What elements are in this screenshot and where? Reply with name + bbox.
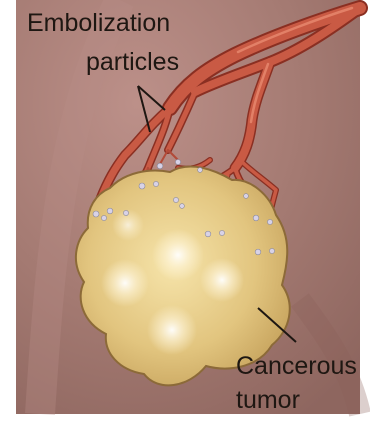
label-particles-line2: particles <box>86 48 179 76</box>
tumor-highlight <box>200 258 244 302</box>
label-particles-line1: Embolization <box>27 9 170 37</box>
tumor-highlight <box>152 229 204 281</box>
tumor-highlight <box>147 305 197 355</box>
tumor-highlight <box>101 259 149 307</box>
label-tumor-line2: tumor <box>236 386 300 414</box>
label-tumor-line1: Cancerous <box>236 352 357 380</box>
